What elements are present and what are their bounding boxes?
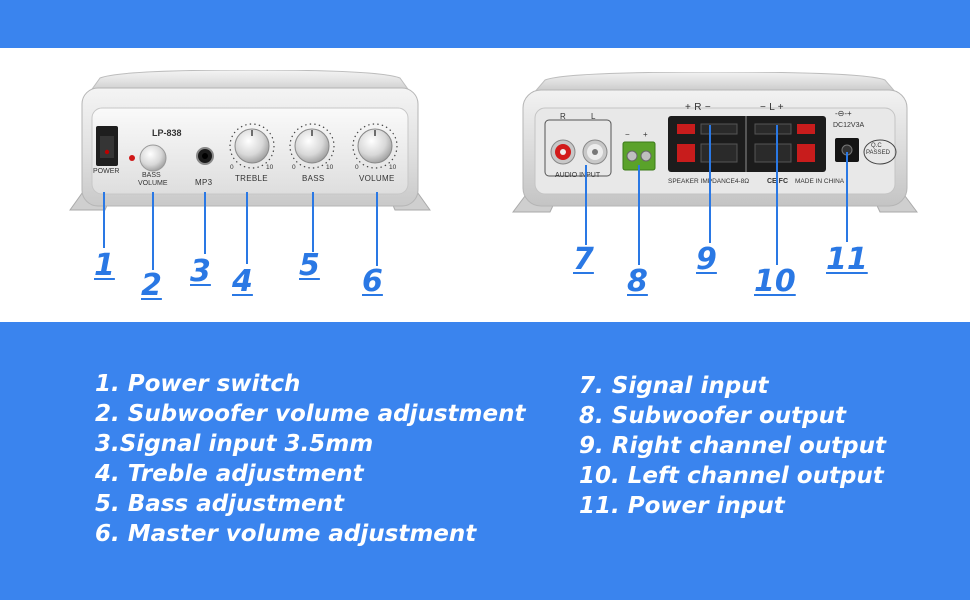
qc-label-line2: PASSED — [866, 150, 890, 156]
legend-item-3: 3.Signal input 3.5mm — [95, 431, 374, 457]
callout-8: 8 — [627, 264, 648, 299]
callout-5: 5 — [299, 248, 320, 283]
dc-rating-label: DC12V3A — [833, 122, 865, 129]
leader-line-5 — [312, 192, 314, 252]
leader-line-9 — [709, 125, 711, 243]
made-in-china-label: MADE IN CHINA — [795, 178, 845, 185]
leader-line-6 — [376, 192, 378, 266]
volume-min-label: 0 — [355, 164, 359, 171]
bass-volume-label-line1: BASS — [142, 172, 161, 179]
legend-blue-band — [0, 322, 970, 600]
treble-label: TREBLE — [235, 174, 268, 183]
leader-line-4 — [246, 192, 248, 264]
legend-list-right: 7. Signal input 8. Subwoofer output 9. R… — [579, 371, 886, 521]
bass-volume-label-line2: VOLUME — [138, 180, 168, 187]
qc-label-line1: Q.C — [871, 143, 882, 149]
callout-10: 10 — [754, 264, 796, 299]
legend-item-9: 9. Right channel output — [579, 433, 886, 459]
volume-label: VOLUME — [359, 174, 395, 183]
callout-11: 11 — [826, 242, 868, 277]
callout-1: 1 — [94, 248, 115, 283]
callout-9: 9 — [696, 242, 717, 277]
speaker-impedance-label: SPEAKER IMPDANCE4-8Ω — [668, 178, 750, 185]
callout-7: 7 — [573, 242, 594, 277]
legend-item-7: 7. Signal input — [579, 373, 769, 399]
model-label: LP-838 — [152, 128, 182, 138]
bass-label: BASS — [302, 174, 325, 183]
callout-2: 2 — [141, 268, 162, 303]
leader-line-10 — [776, 125, 778, 265]
bass-max-label: 10 — [326, 164, 334, 171]
leader-line-2 — [152, 192, 154, 270]
treble-min-label: 0 — [230, 164, 234, 171]
legend-item-5: 5. Bass adjustment — [95, 491, 345, 517]
callout-4: 4 — [232, 264, 253, 299]
legend-list-left: 1. Power switch 2. Subwoofer volume adju… — [95, 369, 525, 549]
legend-item-10: 10. Left channel output — [579, 463, 884, 489]
leader-line-7 — [585, 165, 587, 245]
audio-input-label: AUDIO INPUT — [555, 172, 601, 179]
legend-item-1: 1. Power switch — [95, 371, 301, 397]
dc-polarity-symbol: -⊖-+ — [835, 109, 852, 118]
legend-item-11: 11. Power input — [579, 493, 785, 519]
mp3-label: MP3 — [195, 178, 213, 187]
audio-l-label: L — [591, 112, 596, 121]
top-blue-band — [0, 0, 970, 48]
right-channel-polarity-label: + R − — [685, 102, 711, 113]
bass-min-label: 0 — [292, 164, 296, 171]
legend-item-6: 6. Master volume adjustment — [95, 521, 477, 547]
leader-line-11 — [846, 152, 848, 242]
sub-minus-label: − — [625, 130, 630, 139]
left-channel-polarity-label: − L + — [760, 102, 784, 113]
legend-item-8: 8. Subwoofer output — [579, 403, 846, 429]
sub-plus-label: + — [643, 130, 648, 139]
treble-max-label: 10 — [266, 164, 274, 171]
leader-line-1 — [103, 192, 105, 248]
legend-item-2: 2. Subwoofer volume adjustment — [95, 401, 526, 427]
audio-r-label: R — [560, 112, 567, 121]
callout-3: 3 — [190, 254, 211, 289]
power-label: POWER — [93, 168, 120, 175]
leader-line-3 — [204, 192, 206, 254]
amplifier-rear-illustration — [512, 72, 918, 213]
amplifier-front-illustration — [69, 70, 431, 211]
callout-6: 6 — [362, 264, 383, 299]
leader-line-8 — [638, 165, 640, 265]
amplifier-front-panel: LP-838 POWER BASS VOLUME MP3 0 10 TREBLE… — [60, 70, 440, 220]
volume-max-label: 10 — [389, 164, 397, 171]
legend-item-4: 4. Treble adjustment — [95, 461, 364, 487]
amplifier-rear-panel: R L AUDIO INPUT − + + R − − L + SPEAKER … — [505, 72, 925, 220]
